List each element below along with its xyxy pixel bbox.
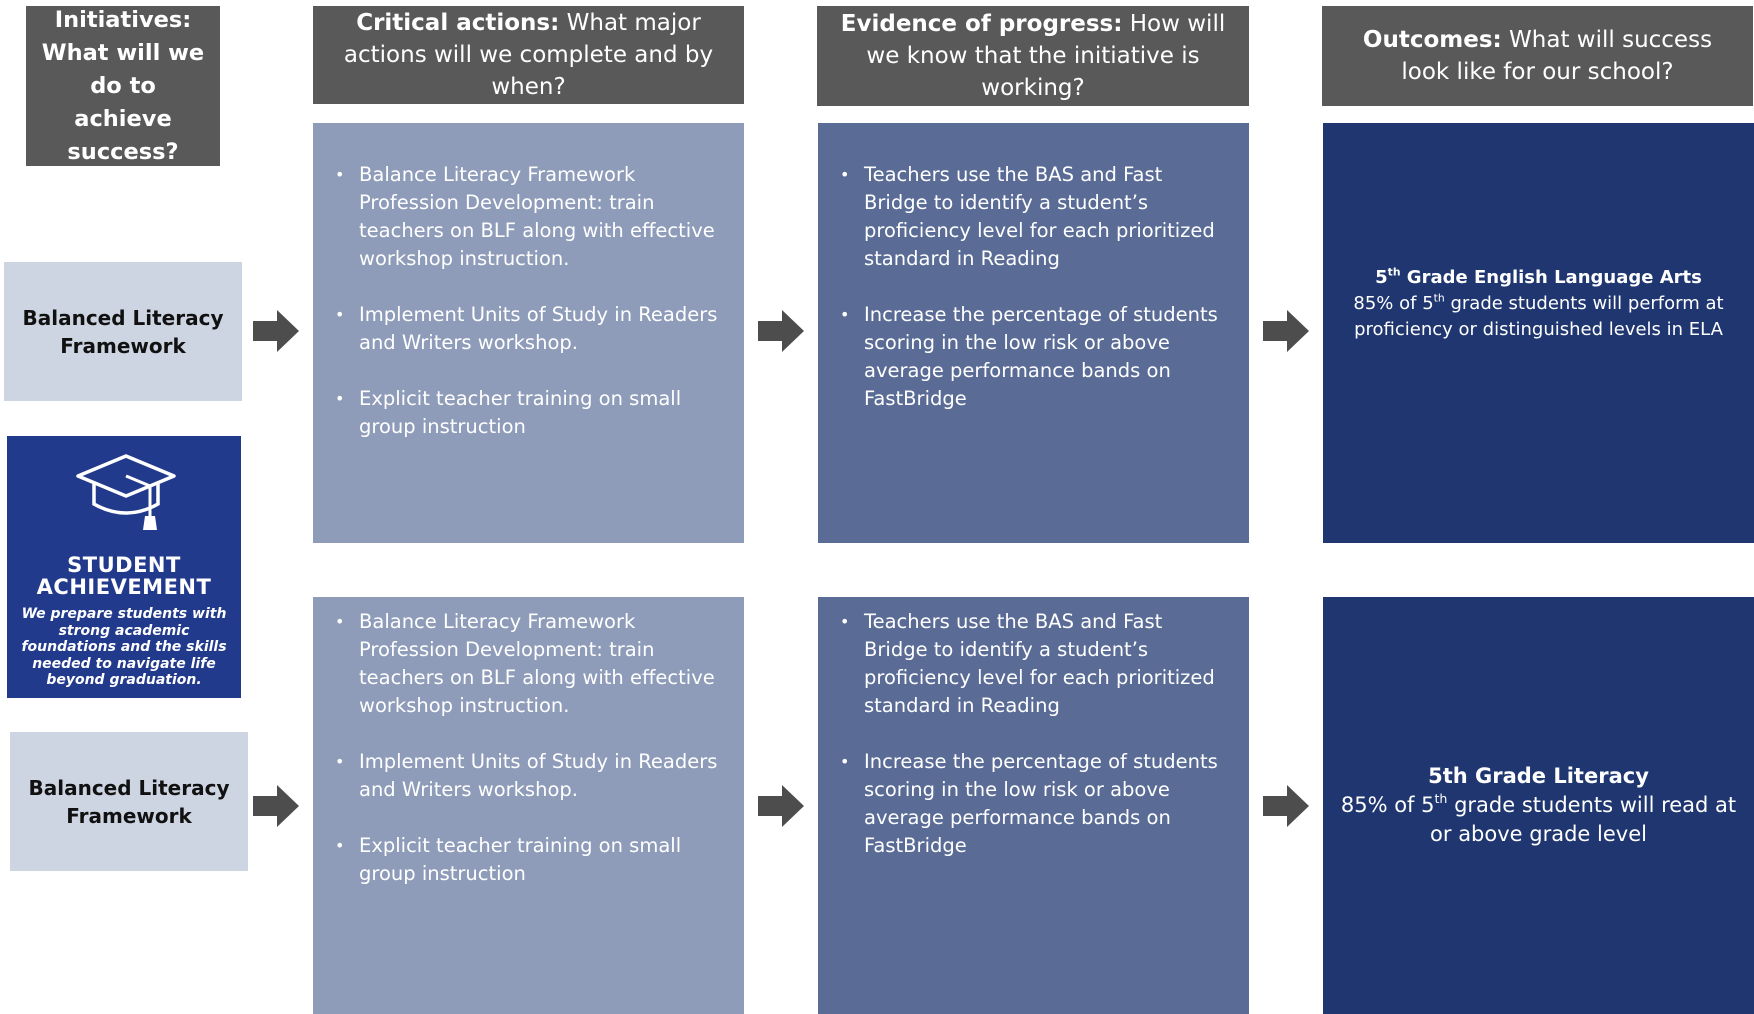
arrow-right-icon bbox=[758, 310, 804, 352]
outcome-text-b: grade students will perform at proficien… bbox=[1354, 293, 1724, 340]
initiative-box-1: Balanced Literacy Framework bbox=[4, 262, 242, 401]
initiative-box-2: Balanced Literacy Framework bbox=[10, 732, 248, 871]
outcomes-header-text: Outcomes: What will success look like fo… bbox=[1336, 24, 1739, 88]
list-item: Balance Literacy Framework Profession De… bbox=[335, 608, 720, 720]
student-achievement-logo: STUDENT ACHIEVEMENT We prepare students … bbox=[7, 436, 241, 698]
outcome-box-2: 5th Grade Literacy 85% of 5th grade stud… bbox=[1323, 597, 1754, 1014]
list-item: Implement Units of Study in Readers and … bbox=[335, 748, 720, 804]
logo-line-1: STUDENT bbox=[67, 553, 181, 577]
list-item: Teachers use the BAS and Fast Bridge to … bbox=[840, 608, 1225, 720]
initiative-label-2: Balanced Literacy Framework bbox=[28, 775, 230, 828]
critical-actions-header-rest: What major actions will we complete and … bbox=[343, 10, 714, 100]
list-item: Explicit teacher training on small group… bbox=[335, 385, 720, 441]
outcome-text-a: 85% of 5 bbox=[1340, 793, 1435, 817]
evidence-box-2: Teachers use the BAS and Fast Bridge to … bbox=[818, 597, 1249, 1014]
arrow-right-icon bbox=[253, 310, 299, 352]
initiative-label-1: Balanced Literacy Framework bbox=[22, 305, 224, 358]
logo-line-2: ACHIEVEMENT bbox=[36, 575, 212, 599]
outcome-text-a: 85% of 5 bbox=[1353, 293, 1434, 314]
evidence-list-2: Teachers use the BAS and Fast Bridge to … bbox=[840, 608, 1225, 860]
critical-actions-list-1: Balance Literacy Framework Profession De… bbox=[335, 161, 720, 441]
list-item: Balance Literacy Framework Profession De… bbox=[335, 161, 720, 273]
evidence-header-rest: How will we know that the initiative is … bbox=[866, 11, 1226, 101]
outcome-text-b: grade students will read at or above gra… bbox=[1430, 793, 1737, 846]
arrow-right-icon bbox=[253, 785, 299, 827]
list-item: Implement Units of Study in Readers and … bbox=[335, 301, 720, 357]
outcomes-header: Outcomes: What will success look like fo… bbox=[1322, 6, 1753, 106]
outcome-text-1: 85% of 5th grade students will perform a… bbox=[1337, 291, 1740, 343]
logo-tagline: We prepare students with strong academic… bbox=[21, 606, 227, 688]
initiatives-header-text: Initiatives: What will we do to achieve … bbox=[41, 6, 205, 165]
graduation-cap-icon bbox=[76, 454, 176, 530]
evidence-header: Evidence of progress: How will we know t… bbox=[817, 6, 1249, 106]
outcome-title-2: 5th Grade Literacy bbox=[1428, 764, 1649, 788]
outcomes-header-bold: Outcomes: bbox=[1362, 27, 1502, 53]
arrow-right-icon bbox=[1263, 310, 1309, 352]
outcome-title-1: 5th Grade English Language Arts bbox=[1375, 265, 1702, 291]
list-item: Increase the percentage of students scor… bbox=[840, 301, 1225, 413]
critical-actions-header-bold: Critical actions: bbox=[356, 10, 560, 36]
list-item: Increase the percentage of students scor… bbox=[840, 748, 1225, 860]
outcomes-header-rest: What will success look like for our scho… bbox=[1401, 27, 1713, 85]
critical-actions-list-2: Balance Literacy Framework Profession De… bbox=[335, 608, 720, 888]
outcome-title-num: 5 bbox=[1375, 267, 1388, 288]
outcome-box-1: 5th Grade English Language Arts 85% of 5… bbox=[1323, 123, 1754, 543]
arrow-right-icon bbox=[758, 785, 804, 827]
critical-actions-header: Critical actions: What major actions wil… bbox=[313, 6, 744, 104]
evidence-header-bold: Evidence of progress: bbox=[840, 11, 1123, 37]
critical-actions-box-2: Balance Literacy Framework Profession De… bbox=[313, 597, 744, 1014]
evidence-list-1: Teachers use the BAS and Fast Bridge to … bbox=[840, 161, 1225, 413]
outcome-text-2: 85% of 5th grade students will read at o… bbox=[1337, 791, 1740, 849]
arrow-right-icon bbox=[1263, 785, 1309, 827]
outcome-text-sup: th bbox=[1433, 291, 1445, 305]
outcome-title-sup: th bbox=[1387, 265, 1401, 279]
critical-actions-box-1: Balance Literacy Framework Profession De… bbox=[313, 123, 744, 543]
outcome-text-sup: th bbox=[1434, 791, 1448, 807]
evidence-box-1: Teachers use the BAS and Fast Bridge to … bbox=[818, 123, 1249, 543]
initiatives-header: Initiatives: What will we do to achieve … bbox=[26, 6, 220, 166]
evidence-header-text: Evidence of progress: How will we know t… bbox=[831, 8, 1235, 104]
list-item: Teachers use the BAS and Fast Bridge to … bbox=[840, 161, 1225, 273]
critical-actions-header-text: Critical actions: What major actions wil… bbox=[327, 7, 730, 103]
outcome-title-rest: Grade English Language Arts bbox=[1400, 267, 1702, 288]
list-item: Explicit teacher training on small group… bbox=[335, 832, 720, 888]
